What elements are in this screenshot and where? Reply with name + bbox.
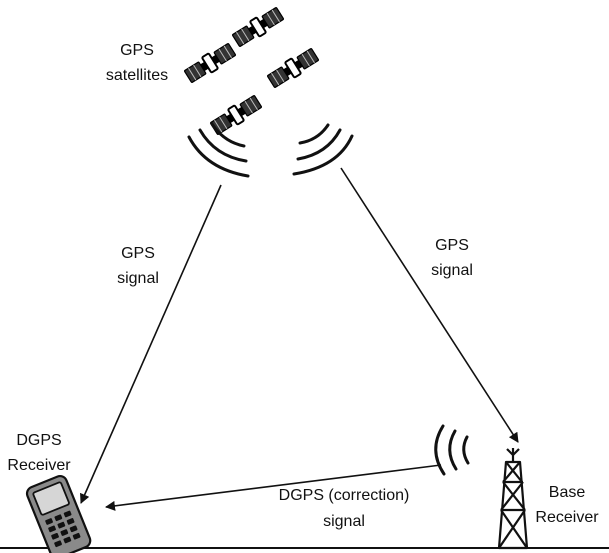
signal-waves-icon bbox=[292, 123, 354, 176]
antenna-tower-icon bbox=[497, 448, 529, 550]
base-receiver-label-line1: Base bbox=[549, 484, 586, 501]
satellite-icon bbox=[230, 4, 286, 50]
dgps-receiver-label-line2: Receiver bbox=[7, 457, 71, 474]
satellites-label-line1: GPS bbox=[120, 42, 154, 59]
right-gps-signal-label-line1: GPS bbox=[435, 237, 469, 254]
signal-waves-icon bbox=[434, 424, 470, 476]
right-gps-signal-label-line2: signal bbox=[431, 262, 473, 279]
satellite-icon bbox=[265, 45, 321, 91]
correction-signal-label-line1: DGPS (correction) bbox=[279, 487, 410, 504]
handheld-receiver-icon bbox=[25, 474, 92, 553]
gps-signal-arrow-right bbox=[340, 167, 519, 443]
satellites-label-line2: satellites bbox=[106, 67, 168, 84]
correction-signal-label-line2: signal bbox=[323, 513, 365, 530]
satellite-icon bbox=[182, 40, 238, 86]
base-receiver-label-line2: Receiver bbox=[535, 509, 599, 526]
signal-waves-icon bbox=[187, 122, 250, 178]
left-gps-signal-label-line2: signal bbox=[117, 270, 159, 287]
gps-signal-arrow-left bbox=[80, 184, 222, 504]
left-gps-signal-label-line1: GPS bbox=[121, 245, 155, 262]
correction-signal-arrow bbox=[105, 464, 442, 511]
satellites-group bbox=[182, 4, 321, 138]
dgps-receiver-label-line1: DGPS bbox=[16, 432, 61, 449]
